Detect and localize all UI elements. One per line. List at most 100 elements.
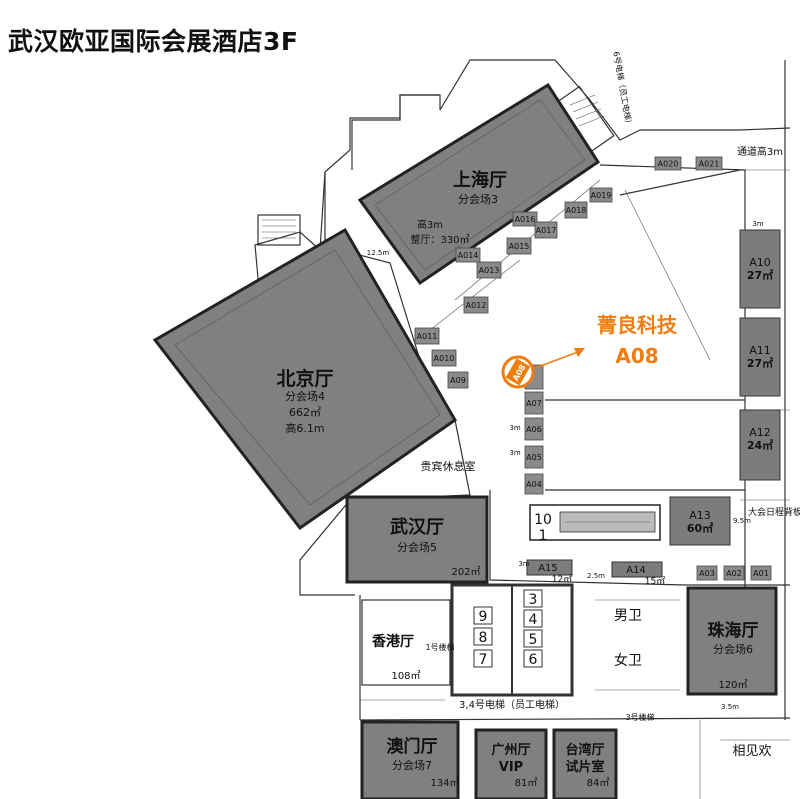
booth-a019[interactable]: A019 [589, 187, 613, 203]
booth-a09[interactable]: A09 [447, 371, 469, 389]
booth-a02-box [723, 565, 745, 581]
booth-a016[interactable]: A016 [512, 211, 538, 227]
hall-guangzhou[interactable]: 广州厅 VIP 81㎡ [474, 728, 548, 799]
page-title: 武汉欧亚国际会展酒店3F [8, 27, 299, 56]
booth-a010-label: A010 [434, 354, 455, 363]
booth-a011-box [414, 327, 440, 345]
hall-wuhan[interactable]: 武汉厅 分会场5 202㎡ [345, 495, 489, 584]
booth-a021-label: A021 [699, 160, 720, 169]
hall-hongkong[interactable]: 香港厅 108㎡ [361, 599, 451, 686]
elevator-6-label: 6号电梯（员工电梯） [611, 51, 634, 129]
booth-a05[interactable]: A05 [524, 445, 544, 469]
svg-text:9.5m: 9.5m [733, 517, 751, 525]
booth-a021[interactable]: A021 [695, 156, 723, 171]
hall-beijing[interactable]: 北京厅 分会场4 662㎡ 高6.1m [152, 227, 457, 531]
booth-a02[interactable]: A02 [723, 565, 745, 581]
svg-text:12.5m: 12.5m [367, 249, 390, 257]
svg-text:3.5m: 3.5m [721, 703, 739, 711]
hall-wuhan-name: 武汉厅 [390, 517, 444, 538]
elevator-8: 8 [479, 630, 488, 646]
booth-a021-box [695, 156, 723, 171]
booth-a04[interactable]: A04 [524, 473, 544, 495]
booth-a11[interactable]: A11 27㎡ [739, 317, 781, 397]
highlight-booth-code: A08 [615, 344, 658, 368]
booth-a12[interactable]: A12 24㎡ [739, 409, 781, 481]
hall-macau[interactable]: 澳门厅 分会场7 134㎡ [360, 720, 460, 799]
booth-a11-area: 27㎡ [747, 356, 773, 370]
booth-a013[interactable]: A013 [476, 261, 502, 279]
hall-shanghai[interactable]: 上海厅 分会场3 高3m 整厅：330㎡ [357, 82, 601, 286]
booth-a012-box [463, 296, 489, 314]
hall-wuhan-area: 202㎡ [451, 566, 480, 578]
booth-a13-area: 60㎡ [687, 521, 713, 535]
booth-a05-label: A05 [526, 453, 542, 462]
booth-a06[interactable]: A06 [524, 417, 544, 441]
booth-a014-label: A014 [458, 251, 479, 260]
booth-a020-label: A020 [658, 160, 679, 169]
booth-a04-label: A04 [526, 480, 542, 489]
escalator: 10 1 [529, 504, 661, 544]
booth-a015-box [506, 237, 532, 255]
booth-a010-box [431, 349, 457, 367]
booth-a013-label: A013 [479, 266, 500, 275]
booth-a017[interactable]: A017 [534, 221, 558, 239]
hall-shanghai-sub: 分会场3 [458, 192, 498, 206]
booth-a14[interactable]: A14 15㎡ [611, 561, 665, 587]
elevator-3: 3 [529, 592, 538, 608]
highlight-company: 菁良科技 [597, 313, 678, 337]
booth-a07[interactable]: A07 [524, 391, 544, 415]
booth-a02-label: A02 [726, 569, 742, 578]
hall-zhuhai-area: 120㎡ [718, 679, 747, 691]
booth-a01-label: A01 [753, 569, 769, 578]
booth-a010[interactable]: A010 [431, 349, 457, 367]
escalator-number-10: 10 [534, 512, 552, 528]
booth-a03[interactable]: A03 [696, 565, 718, 581]
booth-a015[interactable]: A015 [506, 237, 532, 255]
hall-zhuhai-sub: 分会场6 [713, 642, 753, 656]
elevator-7: 7 [479, 652, 488, 668]
vip-lounge-label: 贵宾休息室 [421, 459, 476, 473]
hall-beijing-sub: 分会场4 [285, 389, 325, 403]
booth-a12-label: A12 [749, 426, 771, 439]
booth-a017-box [534, 221, 558, 239]
booth-a03-box [696, 565, 718, 581]
booth-a13[interactable]: A13 60㎡ [669, 496, 731, 546]
booth-a09-label: A09 [450, 376, 466, 385]
elevator-5: 5 [529, 632, 538, 648]
booth-a017-label: A017 [536, 226, 557, 235]
booth-a01[interactable]: A01 [750, 565, 772, 581]
elevator-4: 4 [529, 612, 538, 628]
hall-guangzhou-sub: VIP [499, 760, 523, 775]
booth-a04-box [524, 473, 544, 495]
svg-text:3m: 3m [752, 220, 763, 228]
hall-taiwan-name: 台湾厅 [565, 742, 604, 758]
hall-wuhan-sub: 分会场5 [397, 540, 437, 554]
hall-zhuhai[interactable]: 珠海厅 分会场6 120㎡ [686, 586, 778, 696]
highlight-callout: 菁良科技 A08 [597, 313, 678, 368]
booth-a020[interactable]: A020 [654, 156, 682, 171]
booth-a014[interactable]: A014 [455, 247, 481, 263]
booth-a012-label: A012 [466, 301, 487, 310]
booth-a05-box [524, 445, 544, 469]
booth-a15-label: A15 [538, 563, 558, 574]
booth-a012[interactable]: A012 [463, 296, 489, 314]
hall-hongkong-area: 108㎡ [391, 670, 420, 682]
hall-taiwan[interactable]: 台湾厅 试片室 84㎡ [552, 728, 618, 799]
highlight-booth-a08[interactable]: A08 [501, 348, 585, 390]
booth-a10[interactable]: A10 27㎡ [739, 229, 781, 309]
building-outline [254, 59, 791, 799]
booth-a14-area: 15㎡ [645, 576, 665, 587]
booth-a09-box [447, 371, 469, 389]
hall-macau-area: 134㎡ [430, 777, 459, 789]
booth-a016-label: A016 [515, 215, 536, 224]
booth-a10-label: A10 [749, 256, 771, 269]
booth-a018[interactable]: A018 [564, 201, 588, 219]
hall-zhuhai-name: 珠海厅 [708, 620, 759, 641]
corridor-label: 通道高3m [737, 145, 783, 158]
booth-a15[interactable]: A15 12㎡ [526, 559, 573, 585]
elevator-34-label: 3,4号电梯（员工电梯） [459, 698, 565, 711]
hall-hongkong-name: 香港厅 [371, 633, 414, 650]
stairs-1-label: 1号楼梯 [425, 642, 454, 652]
booth-a011[interactable]: A011 [414, 327, 440, 345]
